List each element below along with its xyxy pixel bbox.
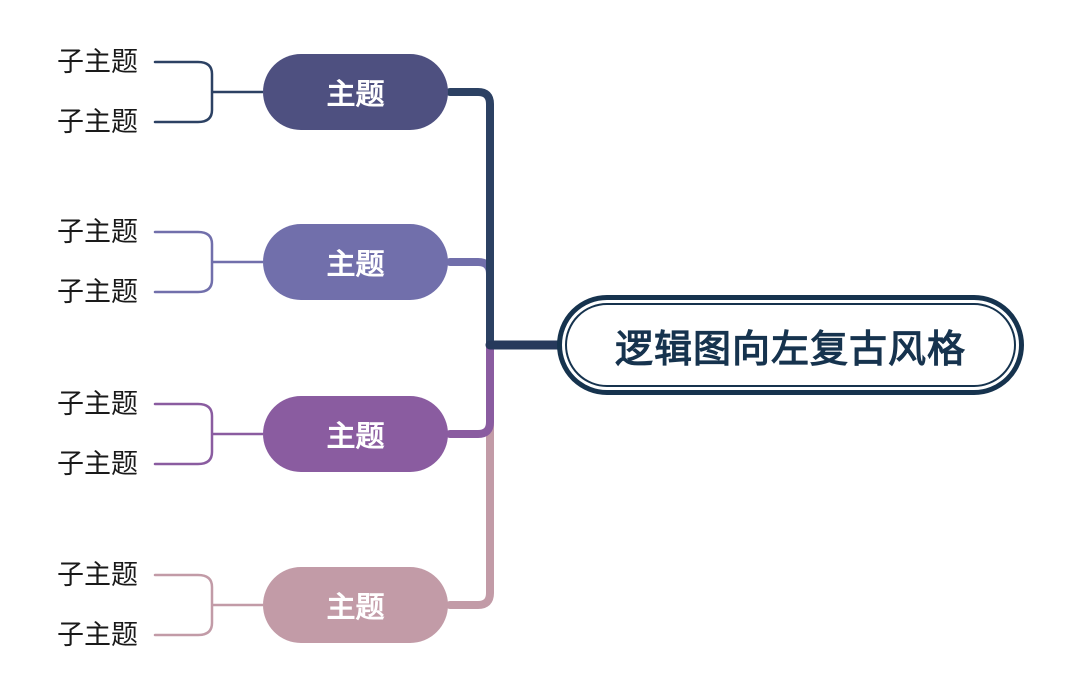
subtopic-label[interactable]: 子主题 bbox=[57, 217, 138, 247]
subtopic-label[interactable]: 子主题 bbox=[57, 560, 138, 590]
subtopic-label[interactable]: 子主题 bbox=[57, 277, 138, 307]
subtopic-label[interactable]: 子主题 bbox=[57, 47, 138, 77]
subtopic-label[interactable]: 子主题 bbox=[57, 389, 138, 419]
subtopic-label[interactable]: 子主题 bbox=[57, 620, 138, 650]
branch1-connector bbox=[446, 88, 494, 349]
branch-node[interactable]: 主题 bbox=[263, 54, 448, 130]
branch4-connector bbox=[446, 341, 494, 609]
root-node-label: 逻辑图向左复古风格 bbox=[614, 328, 966, 371]
branch-node[interactable]: 主题 bbox=[263, 224, 448, 300]
branch3-connector bbox=[446, 341, 494, 438]
branch2-connector bbox=[446, 258, 494, 349]
branch-node[interactable]: 主题 bbox=[263, 396, 448, 472]
root-node[interactable]: 逻辑图向左复古风格 bbox=[557, 295, 1024, 395]
branch-node[interactable]: 主题 bbox=[263, 567, 448, 643]
subtopic-label[interactable]: 子主题 bbox=[57, 449, 138, 479]
root-node-inner-border: 逻辑图向左复古风格 bbox=[565, 303, 1016, 387]
subtopic-label[interactable]: 子主题 bbox=[57, 107, 138, 137]
